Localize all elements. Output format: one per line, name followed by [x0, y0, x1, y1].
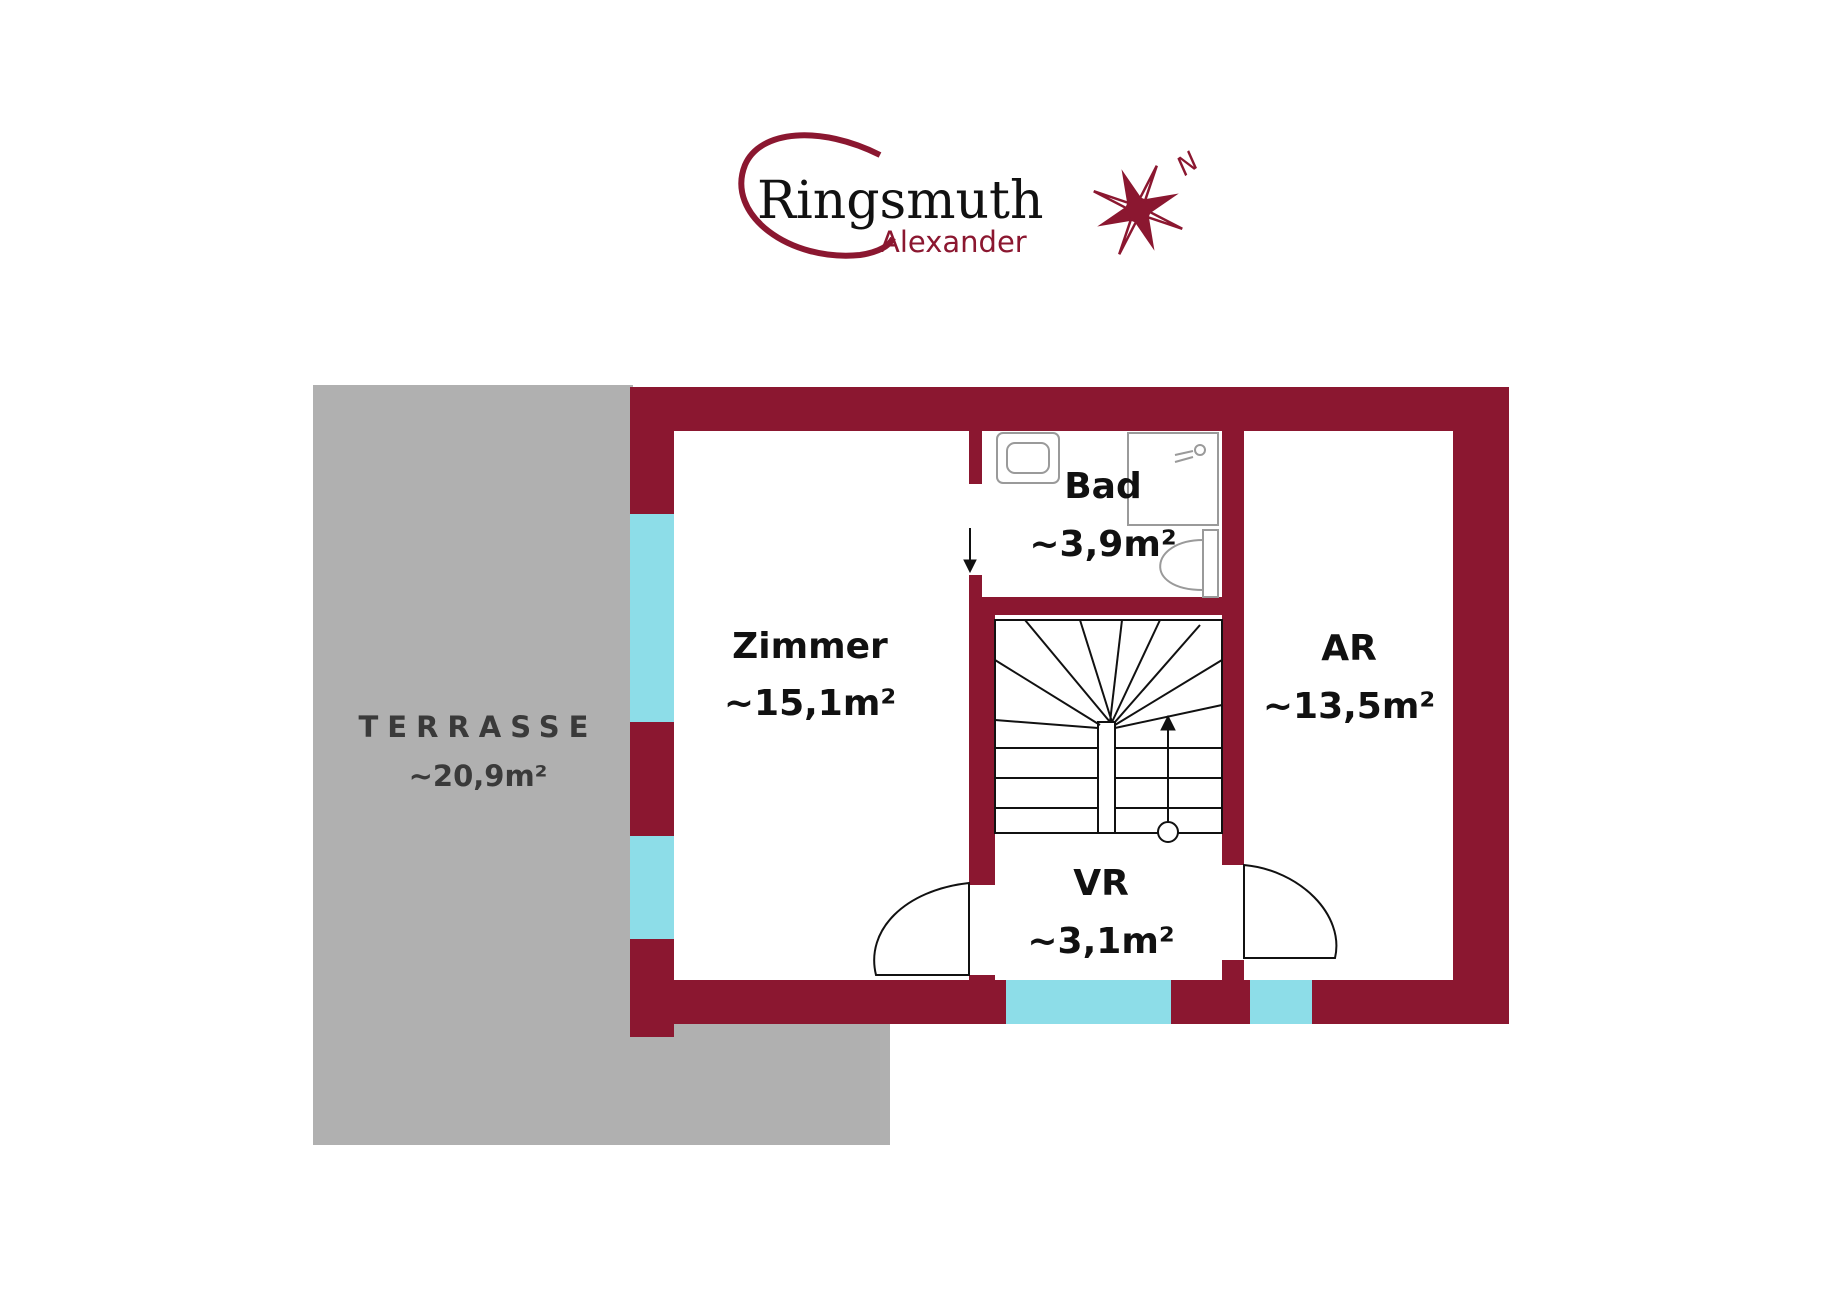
wall-bad-left-upper [969, 431, 982, 484]
wall-stair-right [1222, 431, 1244, 865]
company-logo: Ringsmuth Alexander N [738, 132, 1205, 259]
bad-name: Bad [1064, 466, 1142, 507]
sink-icon [996, 432, 1060, 484]
wall-vr-bottom-left [969, 975, 995, 1024]
wall-right [1453, 387, 1509, 1024]
ar-area: ~13,5m² [1263, 686, 1435, 727]
window-bottom-vr [1006, 980, 1171, 1024]
zimmer-name: Zimmer [732, 626, 888, 667]
terrace-name: TERRASSE [359, 710, 598, 744]
door-arrow-icon [963, 528, 977, 574]
door-swing-zimmer [873, 881, 970, 976]
window-bottom-ar [1250, 980, 1312, 1024]
logo-swoosh [738, 132, 896, 259]
stair-direction-arrow-icon [1157, 714, 1179, 843]
door-swing-ar [1243, 863, 1338, 959]
toilet-icon [1202, 529, 1219, 598]
window-left-lower [630, 836, 674, 939]
room-labels: TERRASSE ~20,9m² Zimmer ~15,1m² Bad ~3,9… [359, 466, 1436, 962]
terrace-area [313, 385, 890, 1145]
shower-icon [1127, 432, 1219, 526]
compass-north-label: N [1171, 147, 1204, 183]
ar-name: AR [1321, 628, 1377, 669]
zimmer-area: ~15,1m² [724, 683, 896, 724]
vr-name: VR [1073, 863, 1129, 904]
logo-name: Ringsmuth [757, 171, 1043, 231]
wall-vr-bottom-right [1222, 960, 1244, 1024]
logo-subname: Alexander [880, 225, 1027, 259]
compass-rose-icon [1093, 165, 1183, 255]
staircase [994, 619, 1223, 834]
wall-bad-bottom [969, 597, 1242, 615]
bathroom-fixtures [996, 432, 1219, 598]
vr-area: ~3,1m² [1027, 921, 1174, 962]
windows [630, 514, 1312, 1024]
terrace-area: ~20,9m² [409, 759, 548, 793]
wall-top [630, 387, 1509, 431]
bad-area: ~3,9m² [1029, 524, 1176, 565]
door-swings [873, 863, 1338, 976]
window-left-upper [630, 514, 674, 722]
wall-stair-left [969, 597, 995, 885]
